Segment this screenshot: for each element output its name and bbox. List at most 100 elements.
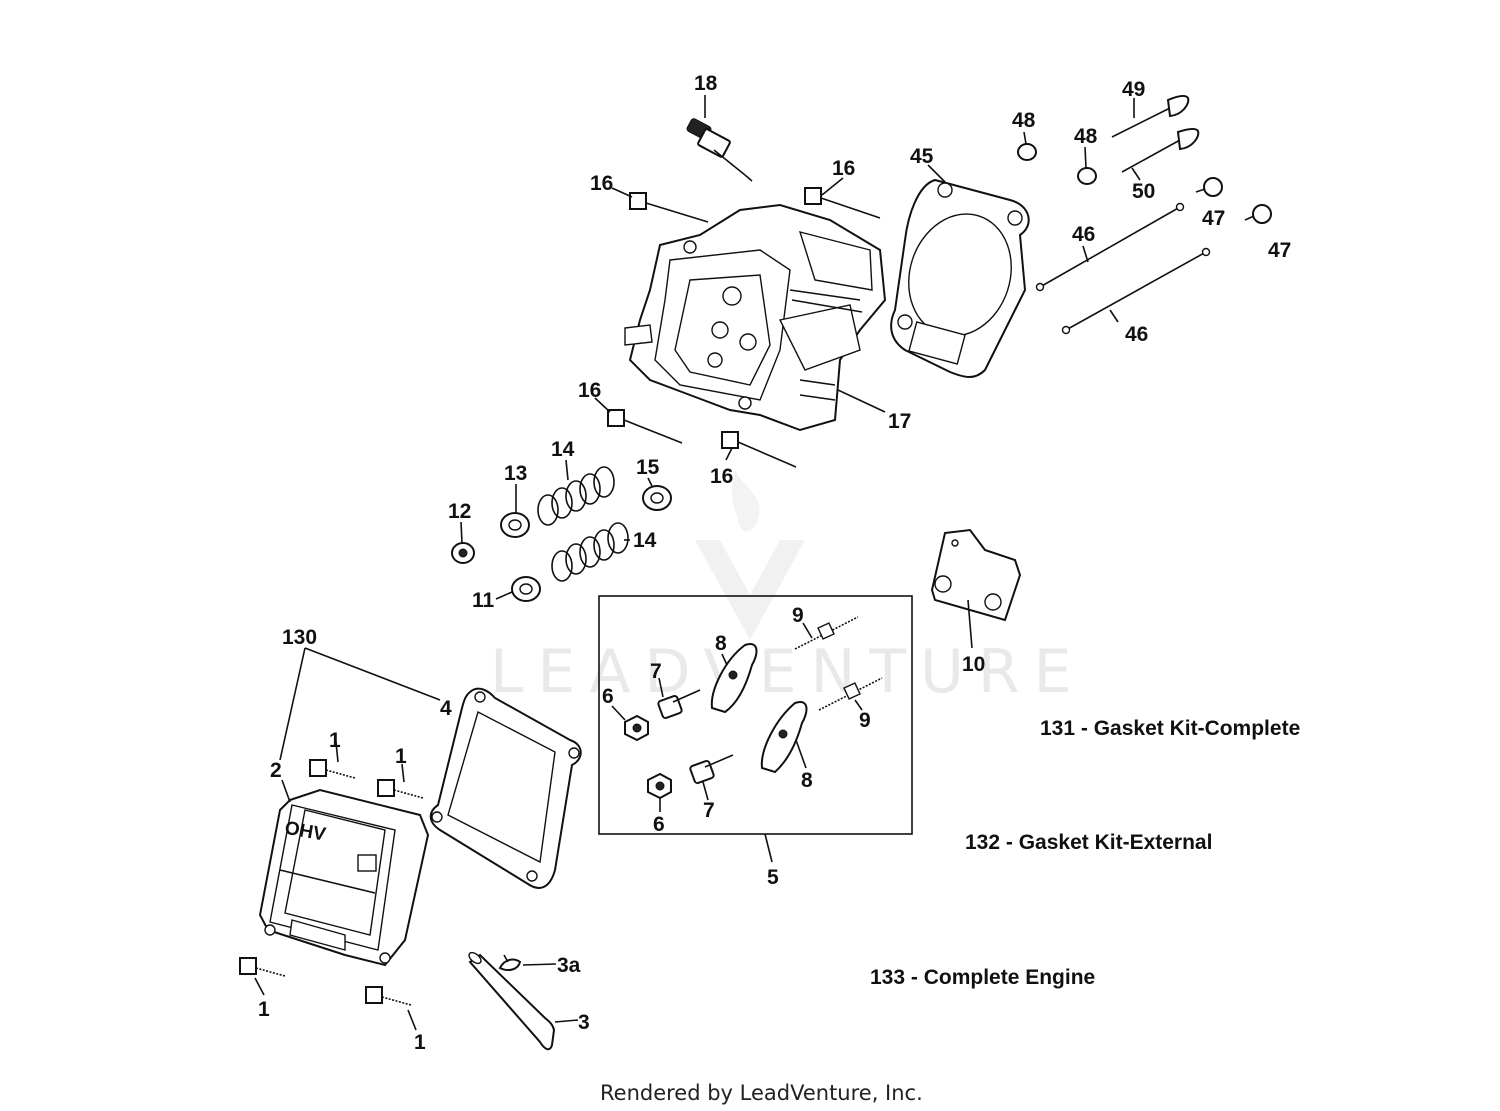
kit-label-gasket-external[interactable]: 132 - Gasket Kit-External [965,831,1212,854]
guide-plate-part[interactable] [930,528,1022,622]
valve-retainer-part[interactable] [500,512,530,538]
head-bolt-part[interactable] [629,192,709,223]
intake-valve-part[interactable] [1111,94,1190,138]
exhaust-valve-part[interactable] [1121,127,1200,173]
valve-cover-part[interactable]: OHV [258,788,430,967]
leader-line [1023,131,1027,145]
callout-label: 48 [1012,109,1036,132]
callout-label: 5 [767,866,779,889]
callout-label: 1 [395,745,407,768]
leader-line [837,389,886,413]
kit-label-gasket-complete[interactable]: 131 - Gasket Kit-Complete [1040,717,1300,740]
leader-line [725,447,733,461]
head-bolt-part[interactable] [804,187,881,219]
leader-line [1084,146,1087,169]
watermark-logo-icon [695,470,805,640]
callout-label: 8 [715,632,727,655]
callout-label: 49 [1122,78,1145,101]
callout-label: 46 [1125,323,1148,346]
callout-label: 6 [602,685,614,708]
callout-labels: 18 16 16 45 48 48 49 50 47 47 46 46 16 1… [258,72,1291,1054]
rocker-arm-part[interactable] [710,643,758,714]
leader-line [281,779,291,803]
callout-label: 6 [653,813,665,836]
kit-label-complete-engine[interactable]: 133 - Complete Engine [870,966,1095,989]
callout-label: 8 [801,769,813,792]
leader-line [647,477,653,487]
valve-keeper-part[interactable] [1017,143,1097,185]
push-rod-part[interactable] [1035,202,1211,335]
spark-plug-part[interactable] [686,118,753,182]
hose-clamp-part[interactable] [498,954,522,971]
valve-tappet-part[interactable] [1195,177,1272,224]
rocker-arm-part[interactable] [760,701,808,774]
callout-label: 16 [710,465,733,488]
leader-line [401,763,405,783]
callout-label: 14 [551,438,575,461]
callout-label: 50 [1132,180,1155,203]
head-bolt-part[interactable] [607,409,683,444]
leader-line [279,647,306,761]
callout-label: 1 [414,1031,426,1054]
valve-stem-seal-part[interactable] [451,542,475,564]
callout-label: 45 [910,145,934,168]
callout-label: 2 [270,759,282,782]
leader-line [304,647,441,701]
valve-spring-part[interactable] [537,466,615,526]
callout-label: 4 [440,697,452,720]
callout-label: 14 [633,529,657,552]
callout-label: 130 [282,626,317,649]
lock-nut-part[interactable] [624,714,672,800]
leader-line [611,705,626,721]
callout-label: 7 [703,799,715,822]
cover-bolt-part[interactable] [239,759,424,1006]
head-gasket-part[interactable] [890,178,1030,378]
leader-line [554,1019,579,1023]
callout-label: 3 [578,1011,590,1034]
rocker-stud-part[interactable] [794,616,883,711]
leader-line [927,164,946,183]
leader-line [764,833,773,863]
callout-label: 46 [1072,223,1095,246]
callout-label: 10 [962,653,985,676]
head-bolt-part[interactable] [721,431,797,468]
leader-line [721,653,728,666]
callout-label: 47 [1202,207,1225,230]
callout-label: 9 [859,709,871,732]
valve-spring-part[interactable] [551,522,629,582]
leader-line [565,459,569,481]
callout-label: 18 [694,72,718,95]
leader-line [335,741,339,763]
leader-line [495,591,513,600]
leader-line [460,521,463,544]
callout-label: 12 [448,500,471,523]
callout-label: 3a [557,954,581,977]
callout-label: 17 [888,410,911,433]
callout-label: 47 [1268,239,1291,262]
leader-line [1109,309,1119,323]
callout-label: 1 [258,998,270,1021]
leader-line [854,699,863,711]
valve-retainer-part[interactable] [511,576,541,602]
callout-label: 16 [832,157,855,180]
leader-line [611,187,633,198]
valve-cover-gasket-part[interactable] [429,687,582,889]
valve-retainer-part[interactable] [642,485,672,511]
leader-line [1082,245,1089,263]
rocker-arm-kit-box[interactable] [598,595,913,835]
breather-tube-part[interactable] [467,950,556,1051]
leader-line [1131,167,1141,181]
pivot-bolt-part[interactable] [657,689,734,785]
leader-line [802,622,813,639]
cylinder-head-part[interactable] [624,203,887,432]
leader-line [658,677,664,698]
leader-line [702,781,709,801]
leader-line [594,397,611,413]
leader-line [522,963,557,966]
callout-label: 9 [792,604,804,627]
callout-label: 13 [504,462,527,485]
callout-label: 1 [329,729,341,752]
callout-label: 7 [650,660,662,683]
watermark-text: LEADVENTURE [490,637,1086,707]
